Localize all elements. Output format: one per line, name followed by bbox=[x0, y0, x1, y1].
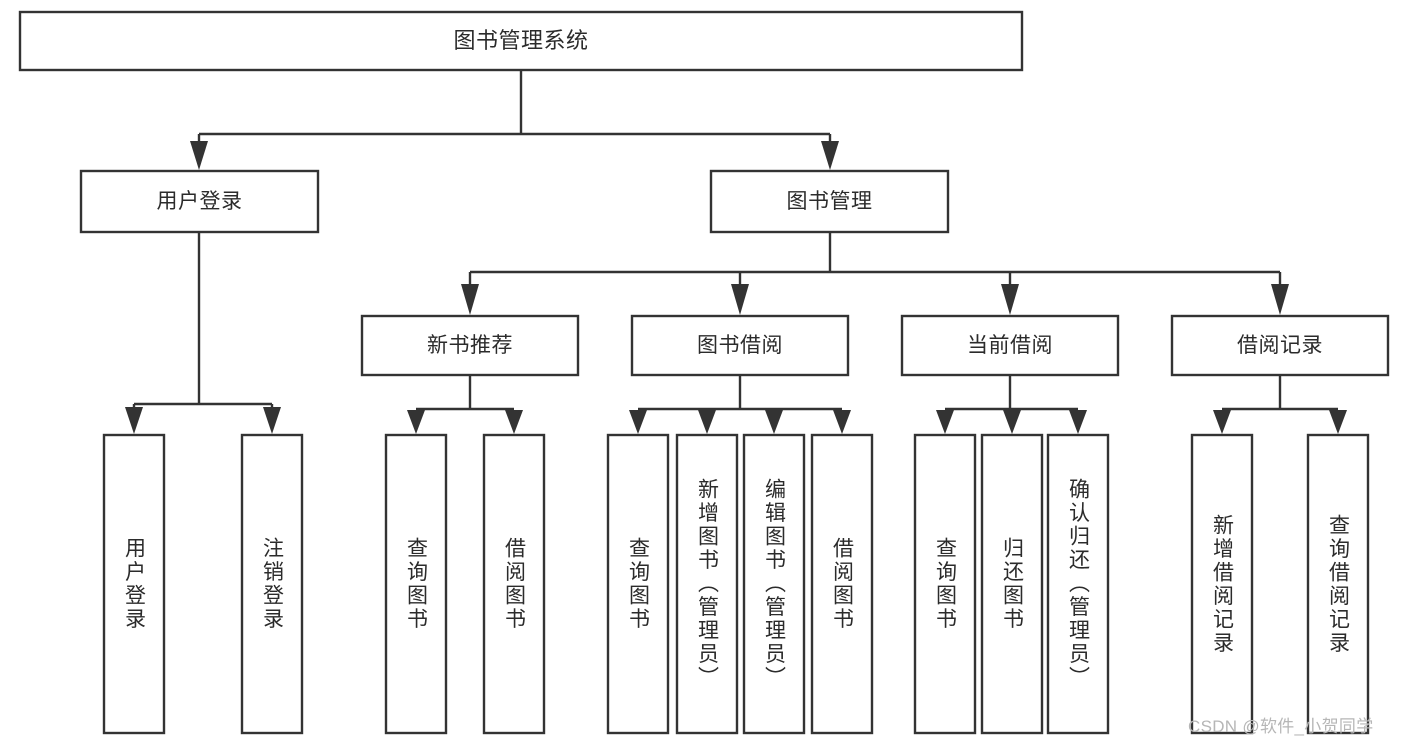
node-box-leaf-borrow-book-1[interactable] bbox=[482, 433, 546, 735]
arrowhead-new-book-recommend bbox=[461, 284, 479, 315]
arrowhead-borrow-record bbox=[1271, 284, 1289, 315]
node-box-book-management[interactable] bbox=[709, 169, 950, 234]
arrowhead-leaf-add-borrow-record bbox=[1213, 410, 1231, 434]
node-box-user-login[interactable] bbox=[79, 169, 320, 234]
arrowhead-book-management bbox=[821, 141, 839, 170]
arrowhead-leaf-borrow-book-2 bbox=[833, 410, 851, 434]
arrowhead-leaf-logout-login bbox=[263, 407, 281, 434]
node-box-new-book-recommend[interactable] bbox=[360, 314, 580, 377]
node-box-leaf-query-book-1[interactable] bbox=[384, 433, 448, 735]
node-box-borrow-record[interactable] bbox=[1170, 314, 1390, 377]
arrowhead-leaf-query-book-3 bbox=[936, 410, 954, 434]
node-box-leaf-user-login[interactable] bbox=[102, 433, 166, 735]
arrowhead-book-borrow bbox=[731, 284, 749, 315]
node-box-leaf-confirm-return[interactable] bbox=[1046, 433, 1110, 735]
node-box-leaf-query-borrow-record[interactable] bbox=[1306, 433, 1370, 735]
node-box-root[interactable] bbox=[18, 10, 1024, 72]
arrowhead-leaf-borrow-book-1 bbox=[505, 410, 523, 434]
node-box-book-borrow[interactable] bbox=[630, 314, 850, 377]
arrowhead-user-login bbox=[190, 141, 208, 170]
csdn-watermark: CSDN @软件_小贺同学 bbox=[1188, 717, 1374, 736]
arrowhead-leaf-user-login bbox=[125, 407, 143, 434]
arrowhead-leaf-query-book-1 bbox=[407, 410, 425, 434]
node-box-leaf-add-book[interactable] bbox=[675, 433, 739, 735]
arrowhead-leaf-edit-book bbox=[765, 410, 783, 434]
node-box-leaf-borrow-book-2[interactable] bbox=[810, 433, 874, 735]
arrowhead-leaf-confirm-return bbox=[1069, 410, 1087, 434]
arrowhead-leaf-query-book-2 bbox=[629, 410, 647, 434]
node-box-current-borrow[interactable] bbox=[900, 314, 1120, 377]
arrowhead-leaf-add-book bbox=[698, 410, 716, 434]
node-box-leaf-return-book[interactable] bbox=[980, 433, 1044, 735]
node-box-leaf-add-borrow-record[interactable] bbox=[1190, 433, 1254, 735]
node-box-leaf-query-book-3[interactable] bbox=[913, 433, 977, 735]
arrowhead-leaf-query-borrow-record bbox=[1329, 410, 1347, 434]
arrowhead-leaf-return-book bbox=[1003, 410, 1021, 434]
node-box-leaf-query-book-2[interactable] bbox=[606, 433, 670, 735]
node-box-leaf-logout-login[interactable] bbox=[240, 433, 304, 735]
node-box-leaf-edit-book[interactable] bbox=[742, 433, 806, 735]
arrowhead-current-borrow bbox=[1001, 284, 1019, 315]
